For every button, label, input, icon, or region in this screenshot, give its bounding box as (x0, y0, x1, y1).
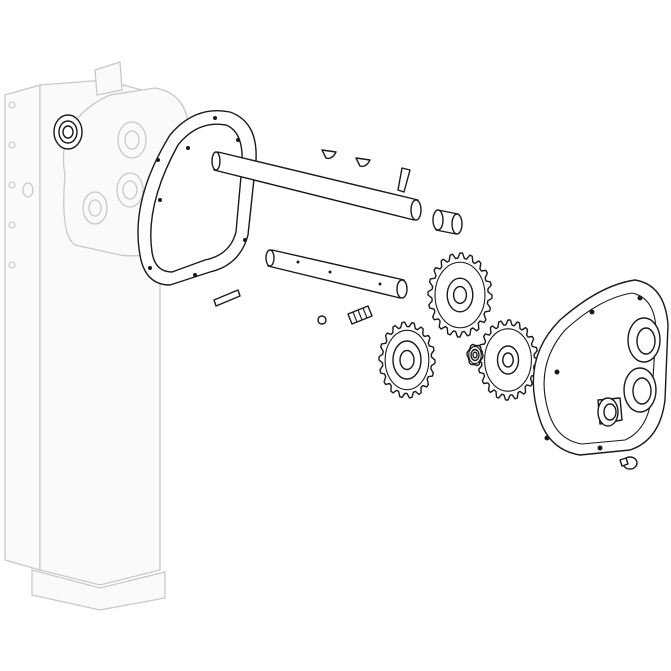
roll-pin (397, 167, 411, 193)
housing-seal (53, 114, 83, 150)
gear-upper (427, 252, 493, 338)
woodruff-key (355, 157, 371, 168)
ball (317, 315, 327, 325)
gear-set (378, 252, 539, 401)
long-shaft (211, 151, 422, 221)
gear-left (378, 321, 436, 399)
spring (347, 305, 373, 325)
cover-screw (619, 456, 638, 470)
gear-right (477, 319, 539, 401)
small-pin (213, 289, 241, 307)
short-shaft (265, 249, 408, 299)
woodruff-key (321, 149, 337, 160)
gear-cover (532, 279, 669, 456)
pinion-gear (466, 343, 484, 367)
bushing (432, 209, 463, 235)
ghost-housing-post (4, 61, 190, 611)
